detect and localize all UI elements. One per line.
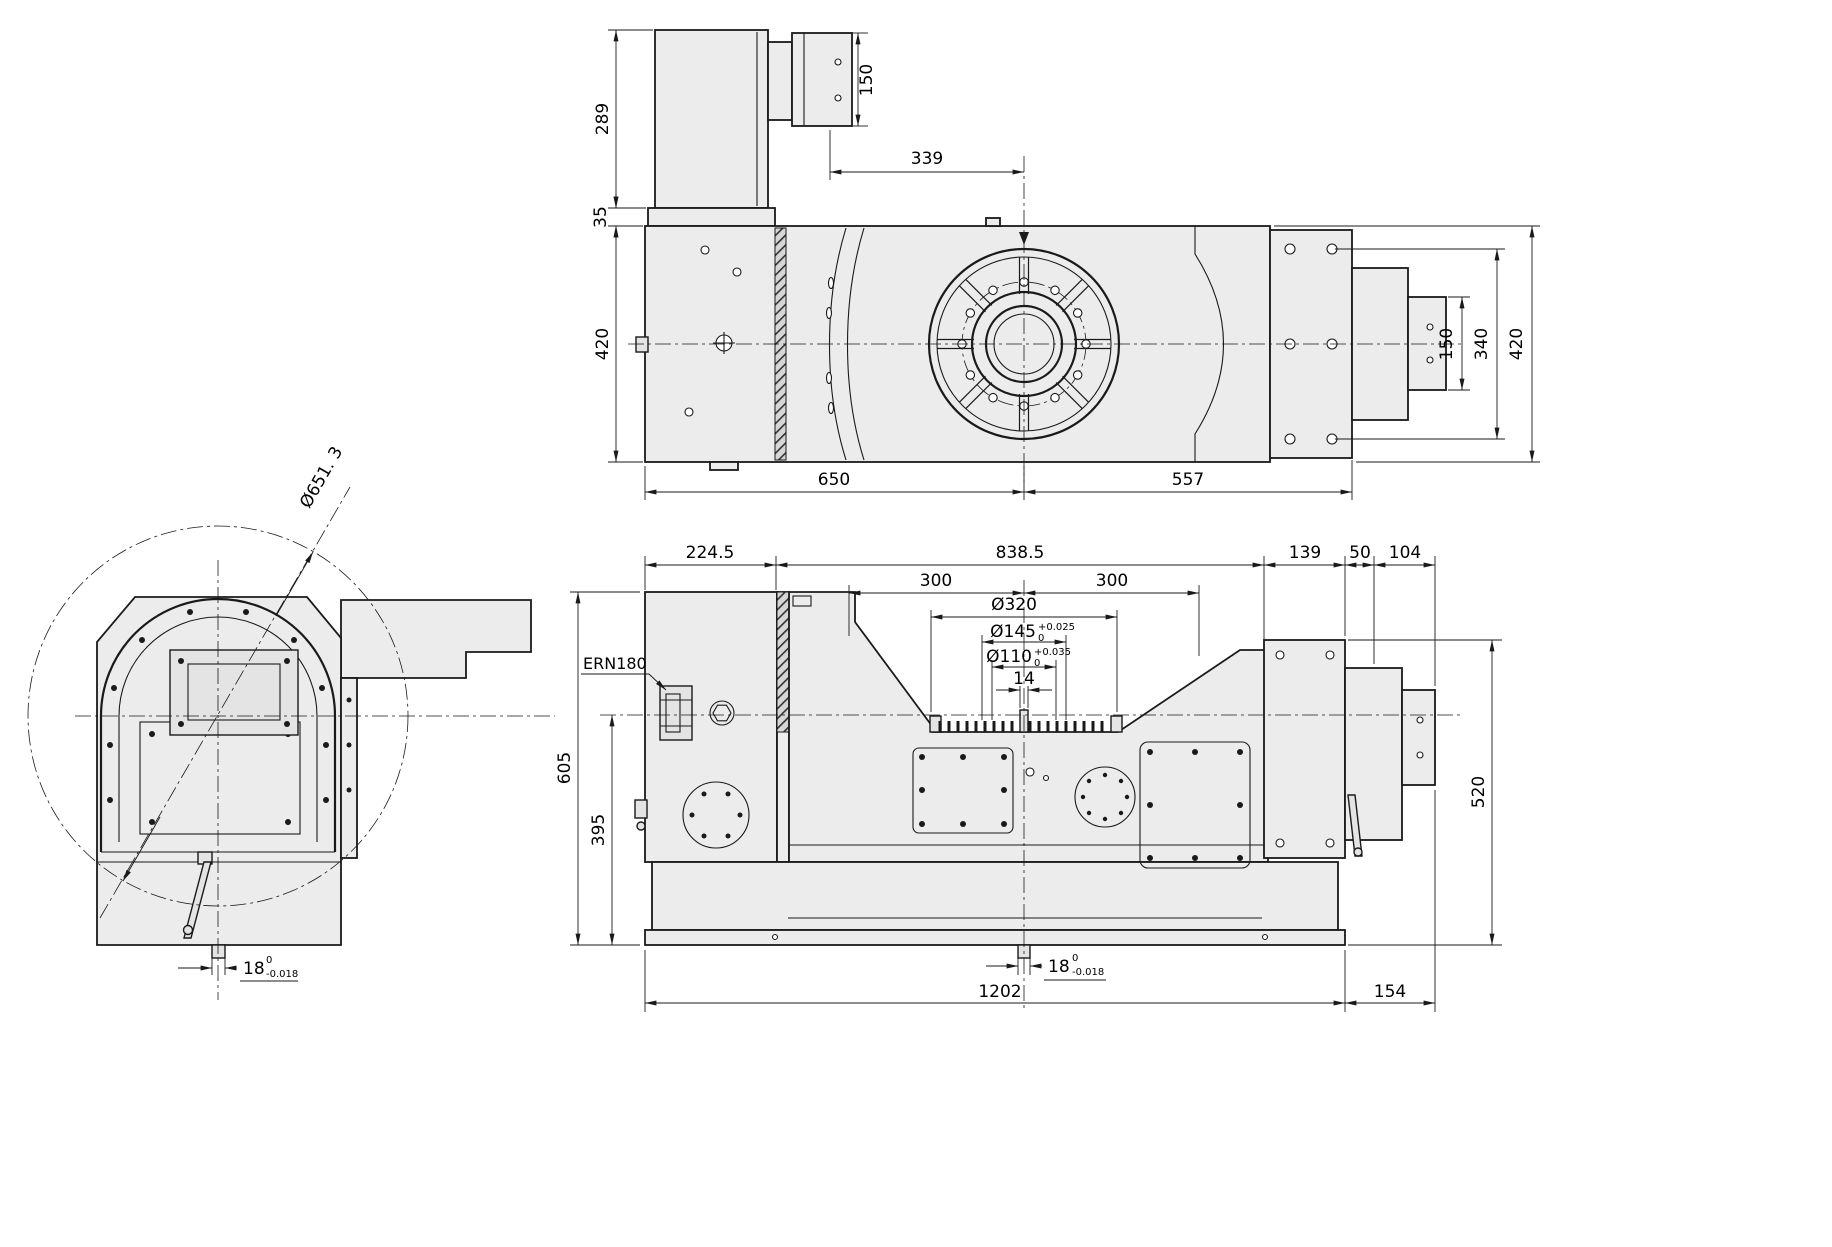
shaft-block-2-front [1401, 689, 1436, 786]
side-view: Ø651. 3 18 0 -0.018 [27, 443, 555, 1000]
dim-35-label: 35 [591, 206, 611, 228]
front-view-geometry [634, 591, 1436, 959]
stud-row [938, 721, 1104, 732]
access-cover-1 [912, 747, 1014, 834]
clamp-screw [635, 336, 649, 353]
top-view-dimensions: 289 35 420 150 339 650 557 150 340 420 [591, 29, 1540, 500]
dim-dia-145-label: Ø145 [990, 622, 1036, 642]
dim-289-label: 289 [593, 103, 613, 135]
dim-dia-110-label: Ø110 [986, 647, 1032, 667]
dim-520-label: 520 [1469, 776, 1489, 808]
dim-420-left-label: 420 [593, 328, 613, 360]
dim-14-label: 14 [1013, 669, 1035, 689]
dim-420-right-label: 420 [1507, 328, 1527, 360]
dim-dia-320-label: Ø320 [991, 595, 1037, 615]
dim-557-label: 557 [1172, 470, 1204, 490]
motor-column [654, 29, 769, 209]
dim-139-label: 139 [1289, 543, 1321, 563]
bearing-cover [1074, 766, 1136, 828]
top-view-geometry [635, 29, 1447, 471]
dim-300-left-label: 300 [920, 571, 952, 591]
top-view-centerlines [628, 156, 1462, 482]
motor-arm [767, 41, 793, 121]
dim-340-label: 340 [1472, 328, 1492, 360]
junction-box [791, 32, 853, 127]
encoder-block [659, 685, 693, 741]
shaft-block-2-top [1407, 296, 1447, 391]
dim-650-label: 650 [818, 470, 850, 490]
dim-154-label: 154 [1374, 982, 1406, 1002]
clamp-joint-hatch-front [776, 591, 790, 733]
side-view-geometry [96, 596, 532, 959]
dim-50-label: 50 [1349, 543, 1371, 563]
tol-18-front-lower: -0.018 [1072, 967, 1104, 978]
dim-18-side-label: 18 [243, 959, 265, 979]
round-cover [682, 781, 750, 849]
dim-150-motor-label: 150 [857, 64, 877, 96]
tol-110-lower: 0 [1034, 658, 1040, 669]
hex-plug [709, 700, 735, 726]
tol-145-lower: 0 [1038, 633, 1044, 644]
dim-395-label: 395 [589, 814, 609, 846]
clamp-lever-side [183, 861, 212, 939]
clamp-lever-front [1347, 794, 1363, 857]
encoder-label: ERN180 [583, 654, 647, 673]
dim-18-front-label: 18 [1048, 957, 1070, 977]
front-view-dimensions: 224.5 838.5 139 50 104 300 300 Ø320 Ø145… [555, 543, 1502, 1012]
tol-110-upper: +0.035 [1034, 647, 1071, 658]
motor-flange [647, 207, 776, 227]
dim-838-5-label: 838.5 [996, 543, 1045, 563]
base-block [651, 861, 1339, 931]
dim-605-label: 605 [555, 752, 575, 784]
tol-18-side-upper: 0 [266, 955, 272, 966]
base-plate [644, 929, 1346, 946]
dim-150-shaft-label: 150 [1437, 328, 1457, 360]
platform-side [169, 649, 299, 736]
front-view: 224.5 838.5 139 50 104 300 300 Ø320 Ø145… [555, 543, 1502, 1012]
tol-18-side-lower: -0.018 [266, 969, 298, 980]
access-cover-2 [1139, 741, 1251, 869]
dim-104-label: 104 [1389, 543, 1421, 563]
top-view: 289 35 420 150 339 650 557 150 340 420 [591, 29, 1540, 500]
right-flange-front [1263, 639, 1346, 859]
dim-339-label: 339 [911, 149, 943, 169]
front-view-centerlines [600, 580, 1460, 1012]
tol-18-front-upper: 0 [1072, 953, 1078, 964]
motor-housing-side [340, 599, 532, 679]
key-block-side [211, 944, 226, 959]
dim-300-right-label: 300 [1096, 571, 1128, 591]
flange-edge-side [340, 677, 358, 859]
dim-224-5-label: 224.5 [686, 543, 735, 563]
trunnion-body-side [96, 596, 342, 946]
tol-145-upper: +0.025 [1038, 622, 1075, 633]
dim-1202-label: 1202 [978, 982, 1021, 1002]
dim-dia-651-label: Ø651. 3 [296, 443, 347, 511]
side-clamp [634, 799, 648, 819]
